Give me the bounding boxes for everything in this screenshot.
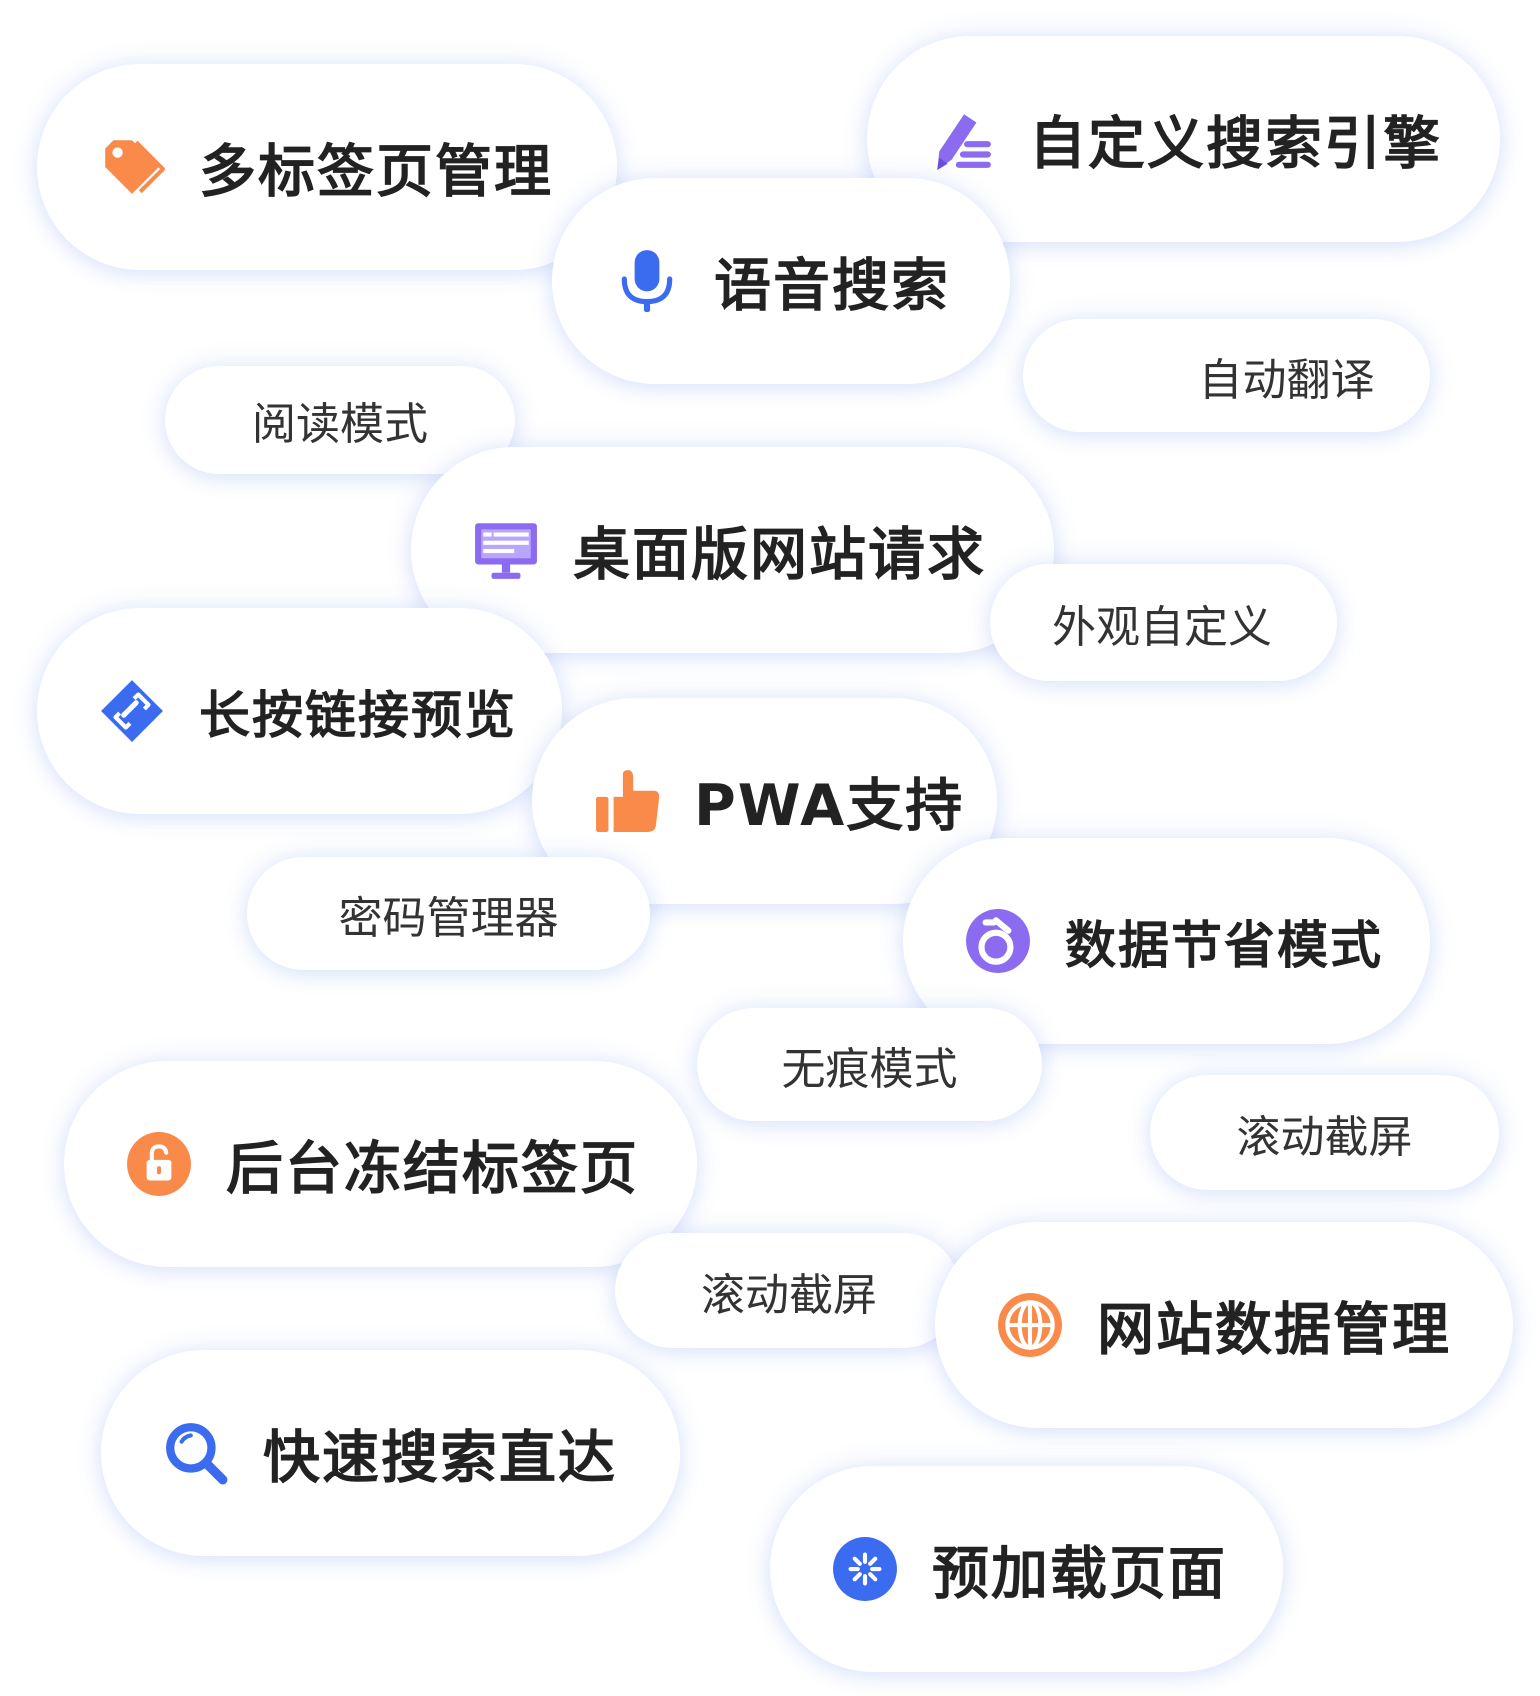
feature-freeze-background-tabs[interactable]: 后台冻结标签页 (64, 1061, 697, 1267)
feature-appearance-custom[interactable]: 外观自定义 (990, 564, 1337, 681)
desktop-icon (473, 517, 539, 583)
feature-label: 快速搜索直达 (263, 1425, 617, 1491)
feature-label: 桌面版网站请求 (573, 522, 986, 588)
search-icon (163, 1420, 229, 1486)
gauge-icon (965, 908, 1031, 974)
feature-auto-translate[interactable]: 自动翻译 (1023, 319, 1430, 432)
feature-label: 网站数据管理 (1097, 1297, 1451, 1363)
feature-reading-mode[interactable]: 阅读模式 (165, 366, 515, 474)
thumbs-up-icon (594, 768, 660, 834)
feature-scroll-screenshot-right[interactable]: 滚动截屏 (1150, 1075, 1499, 1190)
feature-label: PWA支持 (694, 773, 965, 839)
feature-label: 后台冻结标签页 (226, 1136, 639, 1202)
feature-label: 自定义搜索引擎 (1029, 111, 1442, 177)
feature-label: 多标签页管理 (199, 139, 553, 205)
feature-label: 滚动截屏 (701, 1269, 877, 1321)
feature-password-manager[interactable]: 密码管理器 (247, 857, 650, 970)
feature-label: 密码管理器 (338, 892, 559, 944)
feature-label: 阅读模式 (252, 399, 428, 450)
feature-pwa-support[interactable]: PWA支持 (532, 698, 997, 904)
feature-label: 滚动截屏 (1236, 1111, 1413, 1163)
tag-icon (99, 134, 165, 200)
feature-label: 预加载页面 (932, 1541, 1227, 1607)
preload-icon (832, 1536, 898, 1602)
unlock-icon (126, 1131, 192, 1197)
feature-tab-management[interactable]: 多标签页管理 (37, 64, 617, 270)
feature-label: 数据节省模式 (1065, 917, 1384, 976)
feature-label: 自动翻译 (1198, 354, 1375, 406)
feature-scroll-screenshot-middle[interactable]: 滚动截屏 (615, 1233, 960, 1348)
feature-preload-pages[interactable]: 预加载页面 (770, 1466, 1283, 1672)
feature-label: 外观自定义 (1052, 601, 1272, 653)
feature-voice-search[interactable]: 语音搜索 (552, 178, 1010, 384)
link-icon (99, 678, 165, 744)
microphone-icon (614, 248, 680, 314)
feature-site-data-management[interactable]: 网站数据管理 (935, 1222, 1513, 1428)
globe-icon (997, 1292, 1063, 1358)
feature-long-press-preview[interactable]: 长按链接预览 (37, 608, 562, 814)
feature-desktop-site[interactable]: 桌面版网站请求 (411, 447, 1054, 653)
pen-list-icon (929, 106, 995, 172)
feature-label: 语音搜索 (714, 253, 950, 319)
feature-quick-search[interactable]: 快速搜索直达 (101, 1350, 680, 1556)
feature-label: 长按链接预览 (199, 687, 518, 746)
feature-incognito[interactable]: 无痕模式 (697, 1008, 1042, 1121)
feature-label: 无痕模式 (781, 1043, 958, 1095)
